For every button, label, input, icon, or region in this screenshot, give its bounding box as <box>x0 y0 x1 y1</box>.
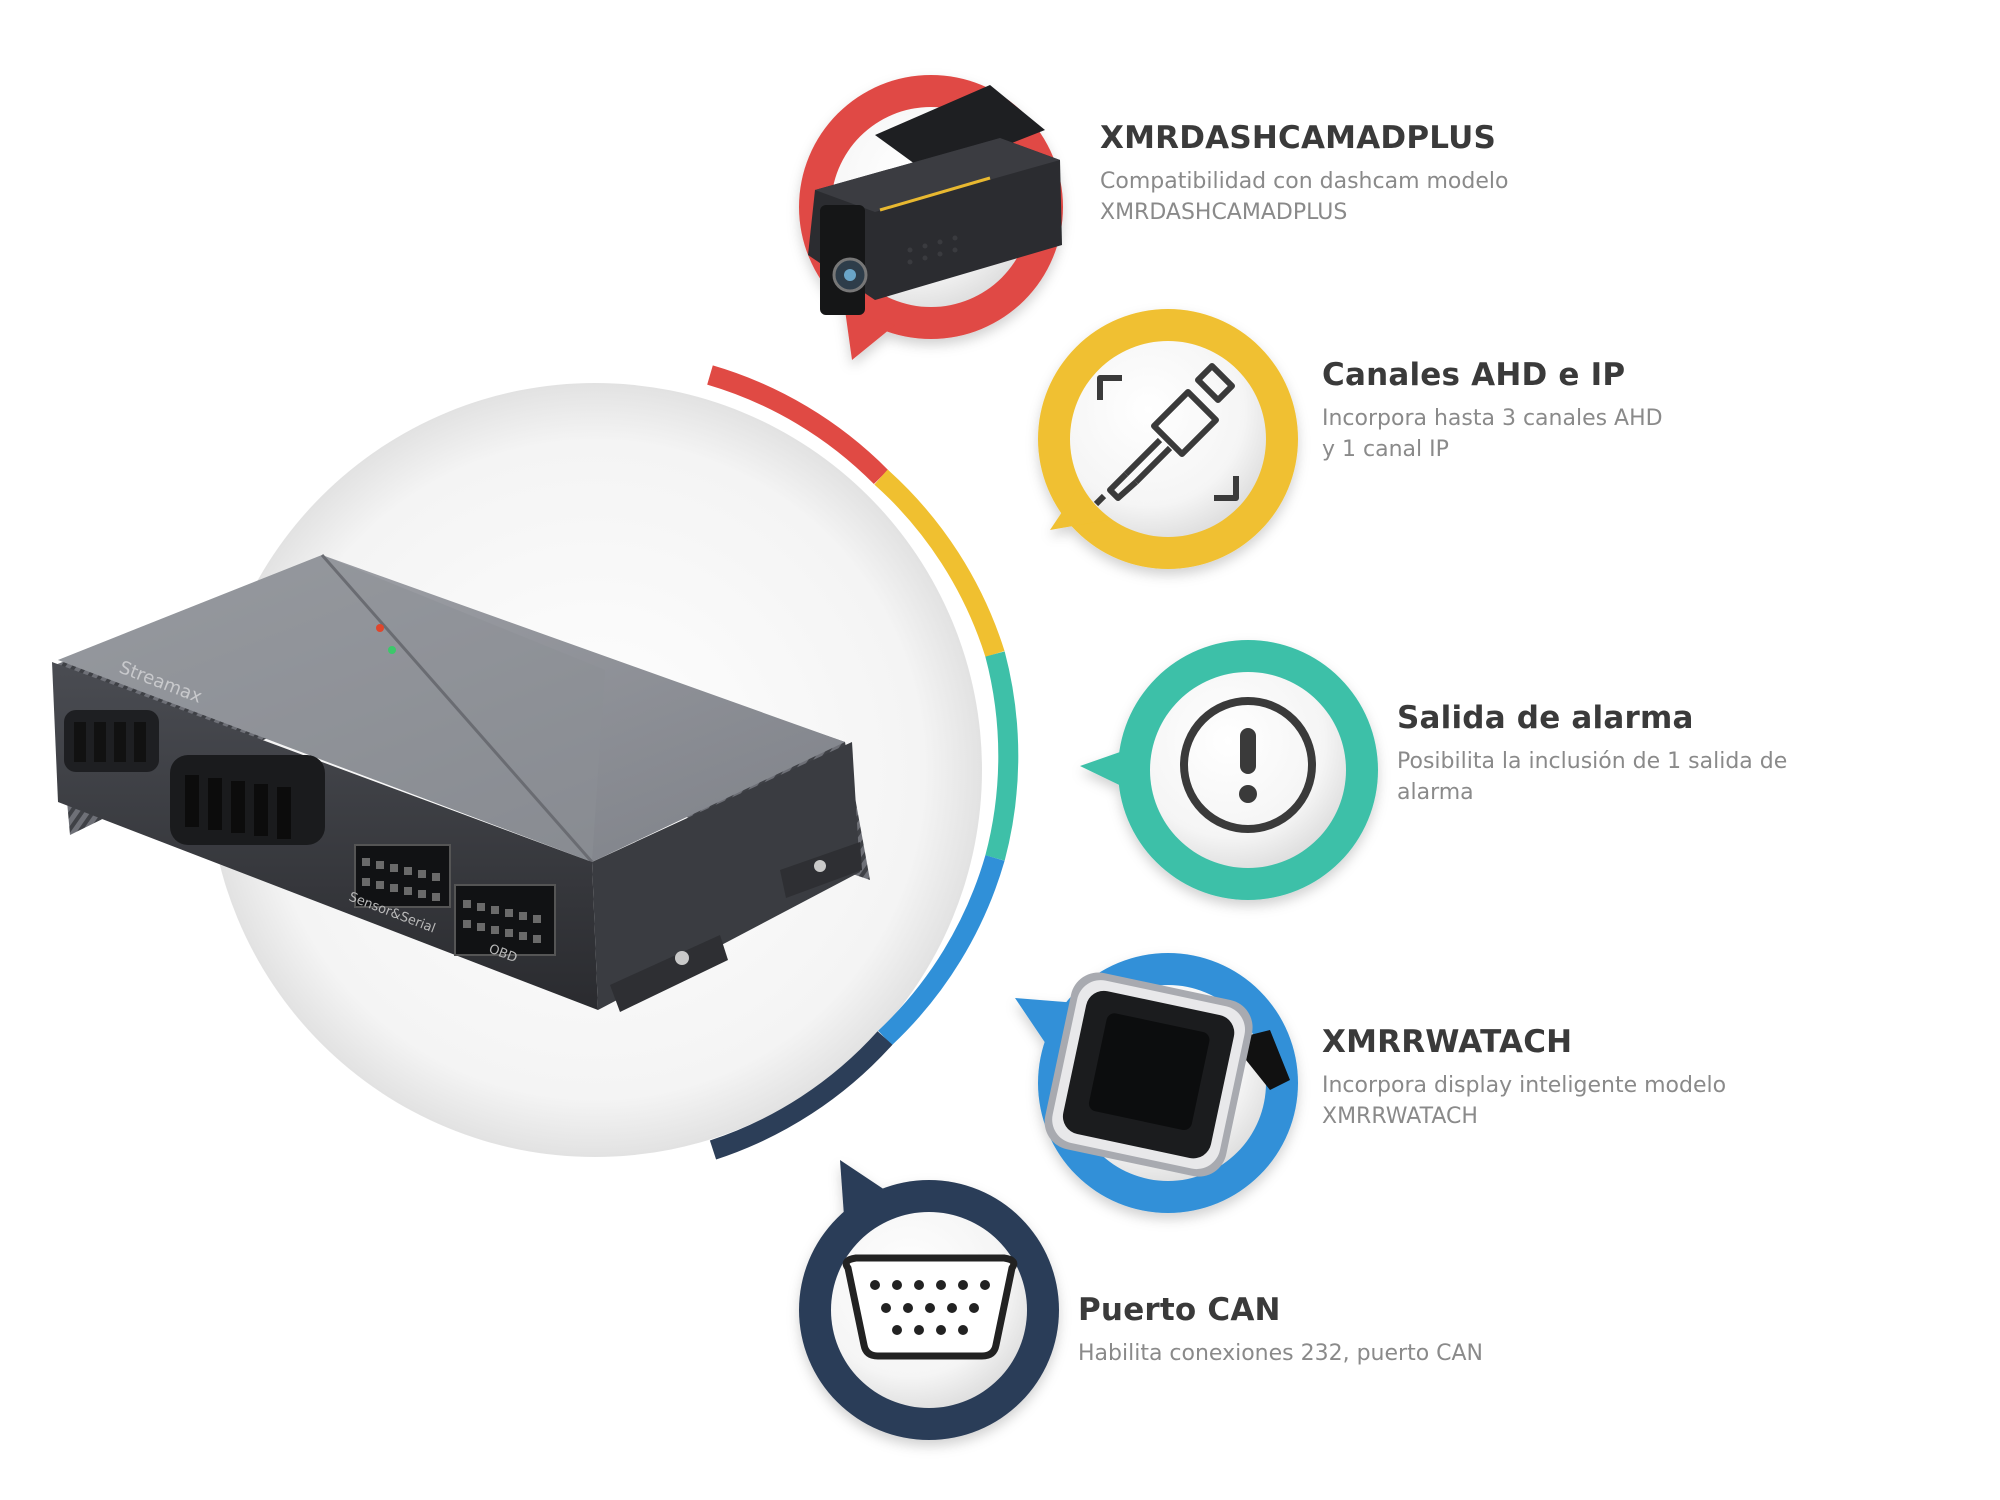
feature-description: Incorpora display inteligente modelo XMR… <box>1322 1070 1942 1132</box>
ethernet-cable-icon <box>1093 363 1239 507</box>
alert-icon <box>1180 697 1316 833</box>
feature-title: XMRDASHCAMADPLUS <box>1100 120 1496 156</box>
feature-description-line: Incorpora hasta 3 canales AHD <box>1322 406 1663 431</box>
smart-display-icon <box>1044 972 1290 1177</box>
feature-can-port: Puerto CAN Habilita conexiones 232, puer… <box>1078 1292 1698 1369</box>
feature-description: Incorpora hasta 3 canales AHD y 1 canal … <box>1322 403 1942 465</box>
color-arc <box>707 365 1019 1160</box>
feature-description-line: y 1 canal IP <box>1322 437 1449 462</box>
feature-description-line: Posibilita la inclusión de 1 salida de <box>1397 749 1788 774</box>
feature-description: Habilita conexiones 232, puerto CAN <box>1078 1338 1698 1369</box>
arc-navy <box>709 1031 893 1160</box>
arc-blue <box>878 855 1005 1046</box>
feature-title: Puerto CAN <box>1078 1292 1281 1328</box>
dashcam-icon <box>808 85 1062 315</box>
arc-teal <box>985 651 1019 861</box>
dvr-device-image: Streamax Sensor&Serial OBD <box>52 554 870 1012</box>
badge-alarm <box>1080 640 1378 900</box>
feature-description-line: Compatibilidad con dashcam modelo <box>1100 169 1509 194</box>
feature-description-line: XMRRWATACH <box>1322 1104 1478 1129</box>
feature-description-line: alarma <box>1397 780 1474 805</box>
feature-alarm-output: Salida de alarma Posibilita la inclusión… <box>1397 700 2000 808</box>
arc-red <box>707 365 889 485</box>
feature-description: Posibilita la inclusión de 1 salida de a… <box>1397 746 2000 808</box>
feature-description-line: Incorpora display inteligente modelo <box>1322 1073 1727 1098</box>
feature-watch: XMRRWATACH Incorpora display inteligente… <box>1322 1024 1942 1132</box>
feature-description-line: XMRDASHCAMADPLUS <box>1100 200 1348 225</box>
feature-title: XMRRWATACH <box>1322 1024 1573 1060</box>
feature-ahd-ip: Canales AHD e IP Incorpora hasta 3 canal… <box>1322 357 1942 465</box>
feature-description: Compatibilidad con dashcam modelo XMRDAS… <box>1100 166 1720 228</box>
db15-port-icon <box>842 1254 1018 1360</box>
feature-dashcam: XMRDASHCAMADPLUS Compatibilidad con dash… <box>1100 120 1720 228</box>
feature-title: Salida de alarma <box>1397 700 1694 736</box>
feature-description-line: Habilita conexiones 232, puerto CAN <box>1078 1341 1484 1366</box>
arc-yellow <box>874 469 1005 658</box>
feature-title: Canales AHD e IP <box>1322 357 1626 393</box>
